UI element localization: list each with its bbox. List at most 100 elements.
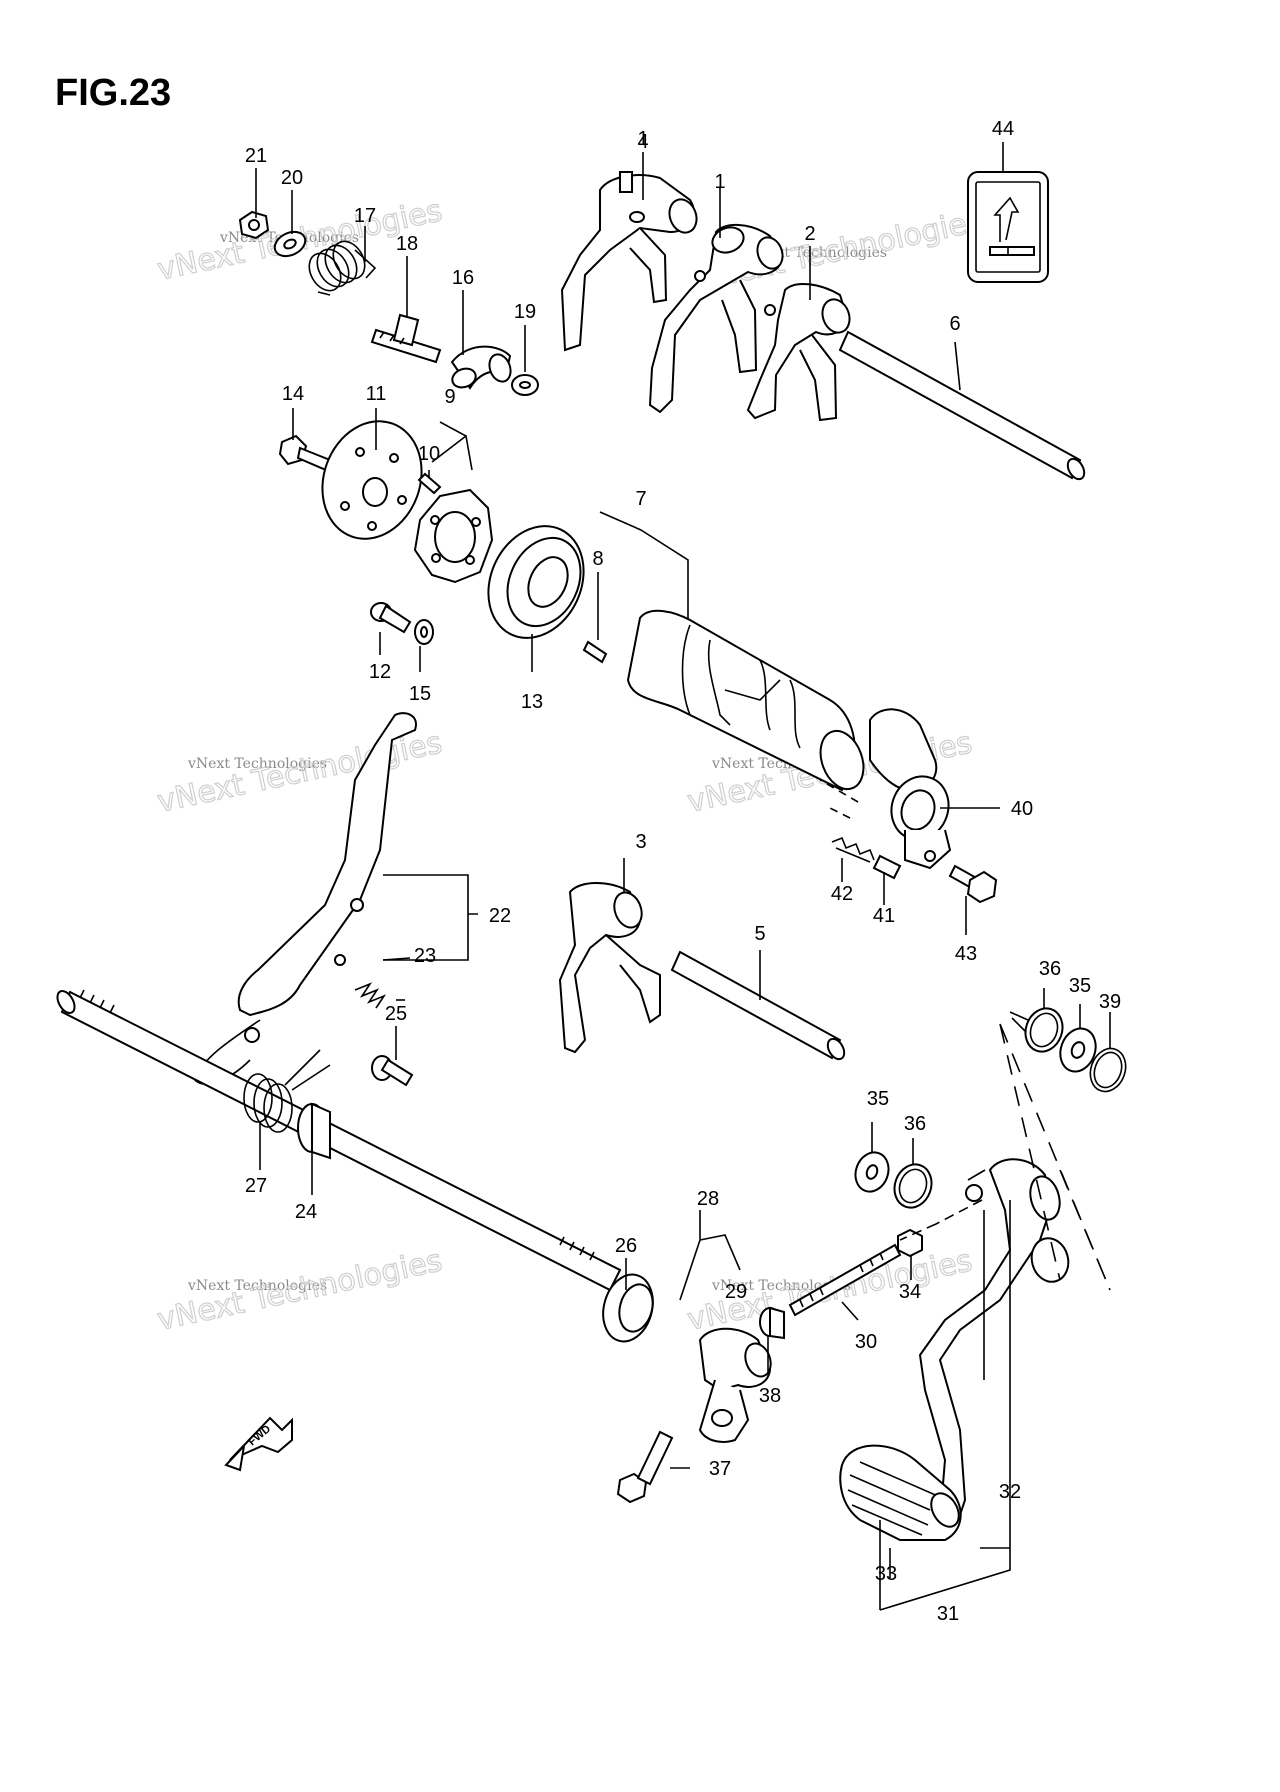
callout-33: 33	[875, 1563, 897, 1585]
callout-38: 38	[759, 1385, 781, 1407]
watermark-text: vNext Technologies	[187, 1278, 327, 1294]
part-38-nut	[759, 1306, 785, 1340]
callout-27: 27	[245, 1175, 267, 1197]
callout-16: 16	[452, 267, 474, 289]
part-27-spring	[243, 1049, 331, 1133]
callout-20: 20	[281, 167, 303, 189]
part-20-washer	[273, 230, 307, 258]
part-33-pedal-rubber	[839, 1444, 962, 1541]
part-8-pin	[582, 640, 608, 664]
callout-8: 8	[592, 548, 603, 570]
part-13-bearing	[487, 525, 585, 639]
callout-37: 37	[709, 1458, 731, 1480]
part-24-collar	[297, 1102, 331, 1160]
watermark-logo-text: vNext Technologies	[154, 725, 445, 820]
part-25-bolt	[371, 1055, 414, 1087]
callout-11: 11	[366, 383, 387, 405]
part-23-spring	[354, 982, 387, 1009]
part-30-tie-rod	[788, 1243, 902, 1317]
callout-17: 17	[354, 205, 376, 227]
part-36-o-ring	[893, 1163, 933, 1209]
callout-36: 36	[1039, 958, 1061, 980]
callout-35: 35	[1069, 975, 1091, 997]
part-40-bracket	[869, 708, 952, 870]
callout-18: 18	[396, 233, 418, 255]
part-16-bracket	[450, 345, 512, 390]
fwd-direction-arrow: FWD	[224, 1416, 293, 1472]
part-29-lever-joint	[698, 1327, 772, 1443]
callout-29: 29	[725, 1281, 747, 1303]
part-39-circlip	[1089, 1047, 1127, 1093]
callout-13: 13	[521, 691, 543, 713]
callout-31: 31	[937, 1603, 959, 1625]
callout-43: 43	[955, 943, 977, 965]
callout-14: 14	[282, 383, 304, 405]
part-21-nut	[238, 210, 270, 240]
part-4-shift-fork	[560, 171, 698, 352]
part-15-washer	[414, 619, 434, 645]
part-18-bolt	[370, 313, 442, 364]
part-17-spring	[308, 240, 377, 296]
part-7-shift-drum	[626, 609, 865, 792]
callout-6: 6	[949, 313, 960, 335]
part-42-spring	[831, 836, 875, 863]
part-19-washer	[511, 374, 539, 396]
callout-1: 1	[637, 128, 648, 150]
leader-lines	[255, 142, 1111, 1611]
callout-26: 26	[615, 1235, 637, 1257]
part-34-nut	[897, 1228, 923, 1258]
part-35-washer	[854, 1151, 890, 1193]
callout-30: 30	[855, 1331, 877, 1353]
callout-28: 28	[697, 1188, 719, 1210]
callout-labels: 1 1 2 3 4 5 6 7 8 9 10 11 12 13 14 15 16…	[245, 118, 1121, 1625]
callout-41: 41	[873, 905, 895, 927]
callout-44: 44	[992, 118, 1014, 140]
callout-39: 39	[1099, 991, 1121, 1013]
callout-21: 21	[245, 145, 267, 167]
callout-9: 9	[444, 386, 455, 408]
part-41-pin	[872, 854, 902, 880]
callout-24: 24	[295, 1201, 317, 1223]
figure-title: FIG.23	[55, 72, 172, 114]
part-44-label-plate	[967, 171, 1049, 283]
part-11-cam-plate	[321, 420, 423, 540]
callout-22: 22	[489, 905, 511, 927]
watermark-text: vNext Technologies	[187, 756, 327, 772]
part-12-bolt	[370, 602, 412, 634]
callout-15: 15	[409, 683, 431, 705]
callout-19: 19	[514, 301, 536, 323]
part-36-o-ring	[1024, 1007, 1064, 1053]
callout-10: 10	[418, 443, 440, 465]
callout-4: 4	[637, 131, 648, 153]
part-3-shift-fork	[558, 882, 661, 1054]
part-6-shaft	[838, 330, 1086, 481]
part-35-washer	[1059, 1027, 1097, 1073]
callout-2: 2	[804, 223, 815, 245]
part-9-cam-stopper	[413, 488, 494, 584]
callout-32: 32	[999, 1481, 1021, 1503]
part-2-shift-fork	[746, 283, 851, 422]
part-gearshift-shaft	[56, 989, 622, 1292]
part-1-shift-fork	[648, 224, 784, 414]
callout-5: 5	[754, 923, 765, 945]
callout-42: 42	[831, 883, 853, 905]
callout-12: 12	[369, 661, 391, 683]
part-43-bolt	[948, 864, 998, 904]
callout-40: 40	[1011, 798, 1033, 820]
part-14-bolt	[278, 434, 332, 472]
callout-1: 1	[714, 171, 725, 193]
callout-25: 25	[385, 1003, 407, 1025]
callout-23: 23	[414, 945, 436, 967]
part-5-shaft	[670, 950, 846, 1061]
parts: FWD	[56, 171, 1127, 1541]
callout-7: 7	[635, 488, 646, 510]
callout-34: 34	[899, 1281, 921, 1303]
callout-36: 36	[904, 1113, 926, 1135]
part-37-bolt	[616, 1430, 674, 1504]
callout-35: 35	[867, 1088, 889, 1110]
callout-3: 3	[635, 831, 646, 853]
part-32-gearshift-lever	[918, 1158, 1070, 1532]
part-26-oil-seal	[602, 1273, 654, 1343]
part-10-pin	[417, 472, 442, 495]
